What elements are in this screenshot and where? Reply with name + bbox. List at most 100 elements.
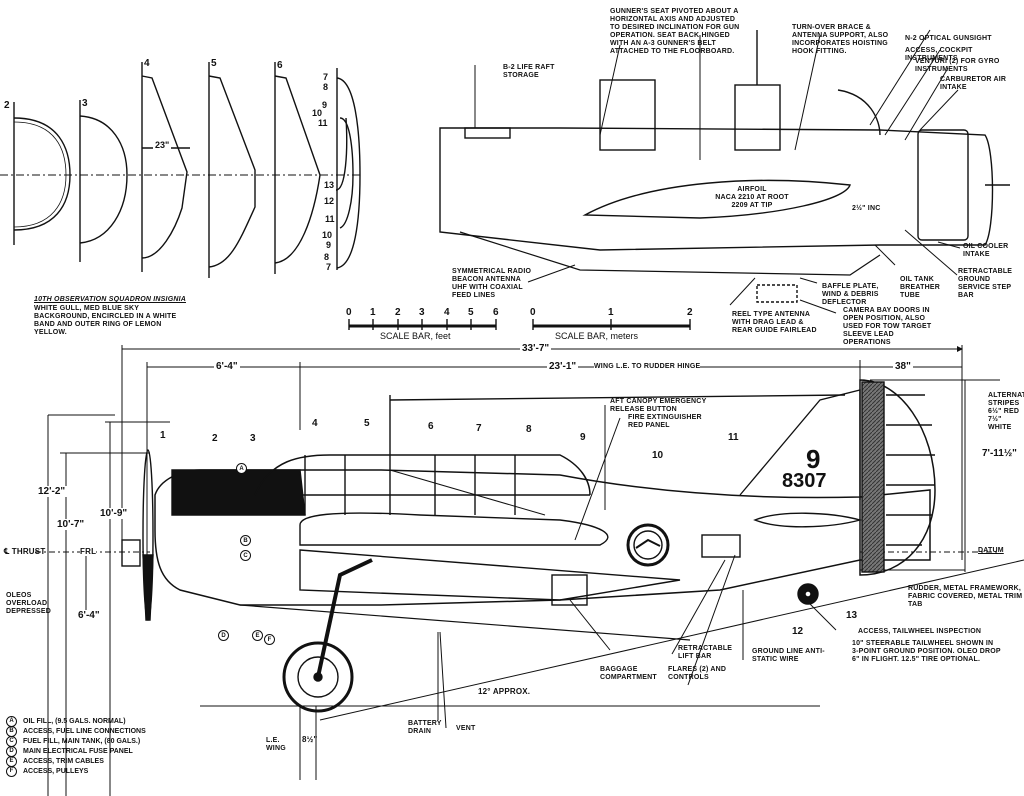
legend-item: D Main electrical fuse panel [6,745,146,757]
scale-feet-tick: 3 [419,307,425,318]
scale-bar-meters-caption: SCALE BAR, meters [555,331,639,341]
callout-baggage: Baggage compartment [600,666,657,681]
insignia-description: White gull, med blue sky background, enc… [34,305,177,336]
scale-bar-feet [348,319,497,330]
callout-carburetor: Carburetor air intake [940,76,1007,91]
access-marker-e: E [252,630,263,641]
station-7-low: 7 [326,262,332,272]
scale-feet-tick: 6 [493,307,499,318]
access-marker-b: B [240,535,251,546]
station-12-low: 12 [324,196,335,206]
label-le-wing: L.E. WING [266,737,286,752]
access-marker-a: A [236,463,247,474]
station-11-low: 11 [325,214,335,224]
station-9-low: 9 [326,240,332,250]
side-station-3: 3 [250,433,256,444]
callout-camera-doors: Camera bay doors in open position, also … [843,307,932,346]
scale-feet-tick: 5 [468,307,474,318]
station-8-top: 8 [323,82,329,92]
side-station-6: 6 [428,421,434,432]
station-7-top: 7 [323,72,329,82]
dim-le-to-rudder: 23'-1" [547,361,579,372]
callout-venturi: Venturi (2) for gyro instruments [915,58,1000,73]
station-9-top: 9 [322,100,328,110]
side-station-5: 5 [364,418,370,429]
dim-wing-le-offset: 8½" [302,735,318,744]
access-marker-f: F [264,634,275,645]
callout-cockpit-access: Access, cockpit instruments [905,47,973,62]
tail-code-number: 9 [806,444,821,474]
callout-step-bar: Retractable ground service step bar [958,268,1013,299]
legend-item: CFuel fill, main tank, (80 gals.) [6,735,146,747]
callout-breather-tube: Oil tank breather tube [900,276,940,299]
legend-item: A Oil fill, (9.5 gals. normal) [6,715,146,727]
scale-feet-tick: 1 [370,307,376,318]
scale-bar-meters [532,319,691,330]
side-station-4: 4 [312,418,318,429]
callout-rudder: Rudder, metal framework, fabric covered,… [908,585,1023,608]
callout-life-raft: B-2 life raft storage [503,64,555,79]
legend-key: F [6,765,17,777]
dim-prop-height: 10'-9" [98,508,130,519]
dim-height-total: 12'-2" [36,486,68,497]
callout-baffle-plate: Baffle plate, wind & debris deflector [822,283,879,306]
cross-section-station-2: 2 [4,100,10,111]
access-legend: A Oil fill, (9.5 gals. normal) BAccess, f… [6,715,146,777]
side-station-1: 1 [160,430,166,441]
dim-ground-angle: 12° Approx. [478,687,531,696]
station-10-top: 10 [312,108,323,118]
callout-flares: Flares (2) and controls [668,666,727,681]
legend-text: Main electrical fuse panel [23,747,133,755]
legend-text: Access, trim cables [23,757,104,765]
label-frl: FRL [80,547,97,556]
callout-gunsight: N-2 optical gunsight [905,35,992,42]
legend-item: E Access, trim cables [6,755,146,767]
legend-text: Oil fill, (9.5 gals. normal) [23,717,126,725]
label-datum: DATUM [978,547,1004,554]
side-view-aircraft [121,379,936,713]
scale-meters-tick: 2 [687,307,693,318]
legend-item: BAccess, fuel line connections [6,725,146,737]
cross-section-station-4: 4 [144,58,150,69]
scale-feet-tick: 4 [444,307,450,318]
legend-key: D [6,745,17,757]
callout-lift-bar: Retractable lift bar [678,645,733,660]
station-13-low: 13 [324,180,335,190]
side-station-10: 10 [652,450,664,461]
label-thrust-line: ℄ THRUST [4,547,46,556]
station-10-low: 10 [322,230,333,240]
scale-meters-tick: 1 [608,307,614,318]
callout-vent: Vent [456,725,476,732]
dim-rudder-height: 7'-11½" [980,448,1019,459]
legend-text: Access, pulleys [23,767,89,775]
leader-lines [437,29,961,729]
dim-thrust-to-ground: 6'-4" [76,610,102,621]
insignia-title: 10th Observation Squadron Insignia [34,296,186,303]
dim-height-canopy: 10'-7" [55,519,87,530]
callout-airfoil: Airfoil NACA 2210 at root 2209 at tip [715,186,789,209]
label-oleos: Oleos overload depressed [6,592,51,615]
cross-section-station-5: 5 [211,58,217,69]
cross-section-station-3: 3 [82,98,88,109]
fuselage-cross-sections [0,62,361,278]
callout-aft-canopy: Aft canopy emergency release button [610,398,707,413]
scale-feet-tick: 0 [346,307,352,318]
side-station-2: 2 [212,433,218,444]
callout-gunner-seat: Gunner's seat pivoted about a horizontal… [610,8,740,55]
dim-prop-to-le: 6'-4" [214,361,240,372]
side-station-8: 8 [526,424,532,435]
access-marker-d: D [218,630,229,641]
legend-text: Fuel fill, main tank, (80 gals.) [23,737,141,745]
callout-tailwheel-access: Access, tailwheel inspection [858,628,982,635]
side-station-9: 9 [580,432,586,443]
callout-turnover-brace: Turn-over brace & antenna support, also … [792,24,889,55]
callout-fire-extinguisher: Fire extinguisher red panel [628,414,702,429]
callout-rudder-stripes: Alternating stripes 6½" red 7½" white [988,392,1024,431]
side-station-11: 11 [728,432,739,443]
side-station-12: 12 [792,626,804,637]
legend-key: A [6,715,17,727]
legend-key: E [6,755,17,767]
legend-item: F Access, pulleys [6,765,146,777]
side-station-7: 7 [476,423,482,434]
